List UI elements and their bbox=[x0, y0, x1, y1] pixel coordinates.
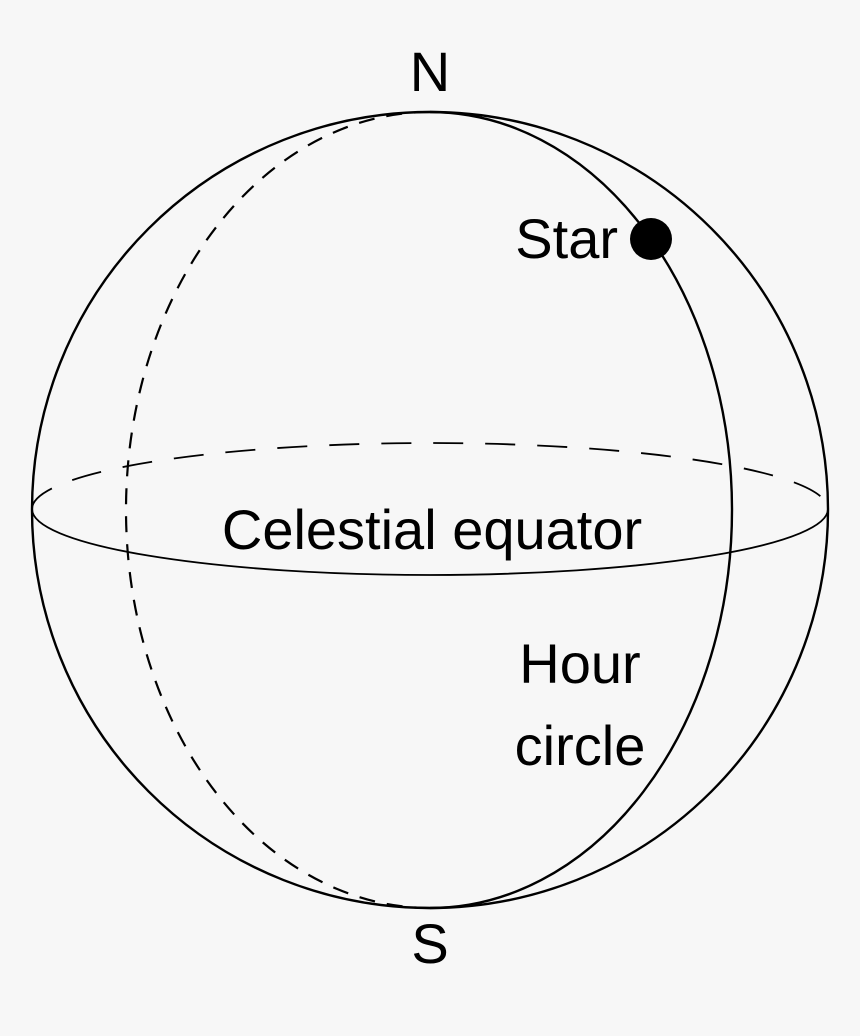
celestial-equator-front-arc bbox=[31, 508, 829, 576]
south-pole-label: S bbox=[411, 912, 448, 975]
hour-circle-front-arc bbox=[429, 110, 734, 910]
hour-circle-label-line1: Hour bbox=[519, 632, 640, 695]
star-dot-icon bbox=[630, 218, 672, 260]
hour-circle-back-arc bbox=[124, 110, 431, 910]
celestial-equator-label: Celestial equator bbox=[222, 498, 642, 561]
north-pole-label: N bbox=[410, 40, 450, 103]
hour-circle-label-line2: circle bbox=[515, 714, 646, 777]
star-label: Star bbox=[515, 207, 618, 270]
celestial-equator-back-arc bbox=[31, 442, 829, 510]
